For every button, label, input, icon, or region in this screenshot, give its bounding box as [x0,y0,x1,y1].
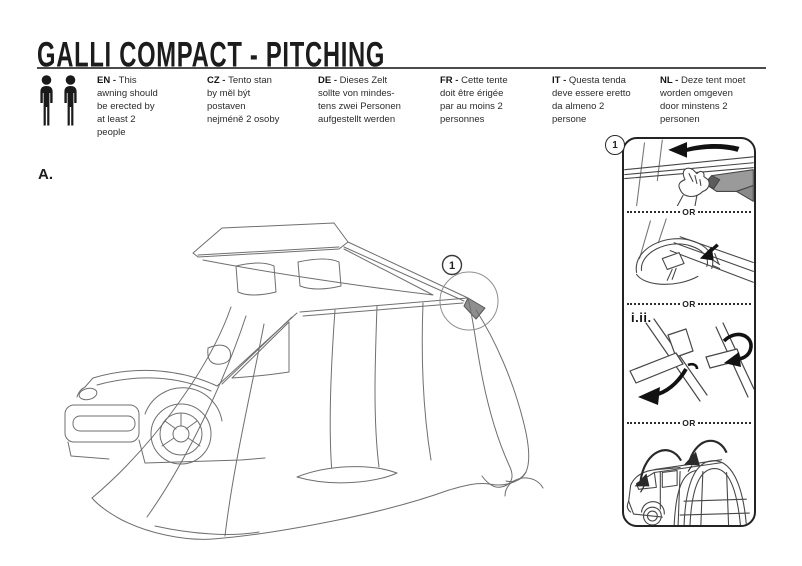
notice-de: DE - Dieses Zelt sollte von mindes- tens… [318,74,436,126]
lang-sep: - [219,75,229,86]
section-a-label: A. [38,166,53,183]
svg-text:1: 1 [449,260,455,272]
cord-loop-illustration [635,218,754,286]
lang-code: DE [318,75,332,86]
substep-label: i.ii. [631,310,652,326]
attach-arrow-icon [699,243,719,261]
lang-code: IT [552,75,561,86]
dotted-line [627,421,681,424]
throw-arrow-icons [634,439,728,493]
title-underline [37,67,766,69]
slide-into-rail-illustration [624,139,754,207]
lang-code: NL [660,75,673,86]
lang-text: Questa tenda deve essere eretto da almen… [552,75,631,125]
or-label: OR [682,417,696,428]
lang-sep: - [331,75,340,86]
lang-code: FR [440,75,453,86]
slide-direction-arrow-icon [668,141,740,158]
lang-sep: - [452,75,462,86]
lang-code: EN [97,75,111,86]
lang-text: Tento stan by měl být postaven nejméně 2… [207,75,280,125]
lang-code: CZ [207,75,220,86]
or-label: OR [682,206,696,217]
dotted-line [627,302,681,305]
notice-fr: FR - Cette tente doit être érigée par au… [440,74,546,126]
or-divider: OR [624,417,754,428]
pitching-steps-panel: OR OR [622,137,756,527]
lang-text: This awning should be erected by at leas… [97,75,158,138]
or-divider: OR [624,298,754,309]
or-label: OR [682,298,696,309]
campervan-awning-illustration: 1 [64,222,544,540]
throw-over-vehicle-illustration [626,439,750,525]
dotted-line [627,210,681,213]
lang-text: Deze tent moet worden omgeven door minst… [660,75,746,125]
lang-sep: - [560,75,569,86]
lang-sep: - [110,75,119,86]
notice-en: EN - This awning should be erected by at… [97,74,199,139]
dotted-line [697,421,751,424]
callout-1: 1 [441,254,463,276]
wrap-arrow-icons [638,332,753,406]
two-people-icon [40,75,77,126]
step-1-badge: 1 [605,135,625,155]
lang-sep: - [672,75,681,86]
lang-text: Dieses Zelt sollte von mindes- tens zwei… [318,75,401,125]
notice-cz: CZ - Tento stan by měl být postaven nejm… [207,74,313,126]
strap-wrap-section: i.ii. [624,309,754,417]
strap-wrap-illustration [629,318,754,406]
dotted-line [697,210,751,213]
dotted-line [697,302,751,305]
notice-it: IT - Questa tenda deve essere eretto da … [552,74,656,126]
or-divider: OR [624,206,754,217]
lang-text: Cette tente doit être érigée par au moin… [440,75,508,125]
notice-nl: NL - Deze tent moet worden omgeven door … [660,74,770,126]
